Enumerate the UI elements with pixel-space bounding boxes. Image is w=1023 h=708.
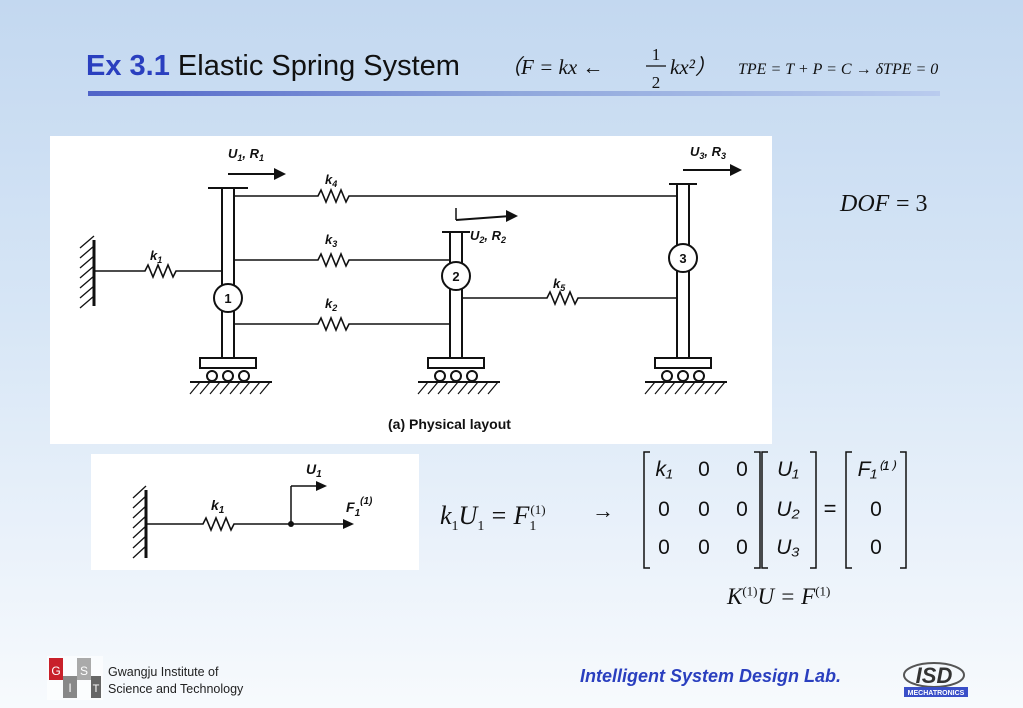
small-f1-label: F1(1) bbox=[346, 496, 373, 519]
example-number: Ex 3.1 bbox=[86, 50, 170, 82]
fixed-wall bbox=[79, 235, 96, 309]
institute-name: Gwangju Institute of Science and Technol… bbox=[108, 665, 244, 696]
formula-tail: kx²） bbox=[670, 55, 716, 79]
isd-logo: ISD MECHATRONICS bbox=[900, 655, 972, 704]
svg-text:ISD: ISD bbox=[916, 663, 953, 688]
matrix-cell: k₁ bbox=[655, 458, 673, 481]
f-bracket-left bbox=[845, 451, 852, 569]
matrix-cell: 0 bbox=[658, 536, 670, 559]
u-bracket-right bbox=[810, 451, 817, 569]
dof-label: DOF = 3 bbox=[840, 191, 928, 217]
small-k1-label: k1 bbox=[211, 497, 225, 516]
spring-k1 bbox=[94, 262, 222, 280]
column-1 bbox=[190, 187, 272, 383]
frac-numerator: 1 bbox=[652, 45, 661, 64]
f-vector-entry: 0 bbox=[870, 536, 882, 559]
ground-hatch-1 bbox=[189, 381, 271, 395]
node-3-circle bbox=[668, 243, 698, 273]
f-vector-entry: 0 bbox=[870, 498, 882, 521]
figure-caption: (a) Physical layout bbox=[388, 416, 511, 432]
matrix-bracket-left bbox=[643, 451, 650, 569]
matrix-equals: = bbox=[824, 496, 837, 521]
label-k3: k3 bbox=[325, 232, 337, 249]
spring-k2 bbox=[234, 315, 450, 333]
svg-text:G: G bbox=[51, 664, 60, 678]
u-vector-entry: U₃ bbox=[776, 536, 800, 559]
node-3-label: 3 bbox=[679, 251, 686, 266]
svg-text:MECHATRONICS: MECHATRONICS bbox=[908, 690, 965, 697]
title-underline bbox=[88, 91, 940, 96]
title-text: Elastic Spring System bbox=[177, 50, 460, 82]
small-spring-k1 bbox=[146, 515, 346, 533]
small-wall bbox=[132, 485, 148, 559]
frac-denominator: 2 bbox=[652, 73, 661, 92]
column-3 bbox=[645, 183, 727, 383]
f-vector-entry: F₁⁽¹⁾ bbox=[858, 458, 897, 481]
node-2-label: 2 bbox=[452, 269, 459, 284]
load-arrow-1: U1, R1 bbox=[228, 146, 286, 180]
matrix-cell: 0 bbox=[698, 536, 710, 559]
load-arrow-2: U2, R2 bbox=[455, 208, 518, 245]
u-vector-entry: U₂ bbox=[776, 498, 799, 521]
node-2-circle bbox=[441, 261, 471, 291]
lab-name: Intelligent System Design Lab. bbox=[580, 666, 842, 686]
slide-title: Ex 3.1 Elastic Spring System bbox=[86, 50, 460, 83]
f-bracket-right bbox=[900, 451, 907, 569]
spring-k5 bbox=[462, 289, 677, 307]
load-arrow-3: U3, R3 bbox=[683, 144, 742, 176]
formula-head: （F = kx ← bbox=[500, 55, 603, 79]
tpe-formula: TPE = T + P = C → δTPE = 0 bbox=[738, 61, 938, 78]
spring-k3 bbox=[234, 251, 450, 269]
matrix-cell: 0 bbox=[736, 458, 748, 481]
svg-text:U2, R2: U2, R2 bbox=[470, 228, 506, 245]
label-k5: k5 bbox=[553, 276, 566, 293]
element-equation: k1U1 = F1(1) bbox=[440, 501, 546, 535]
matrix-bracket-right bbox=[754, 451, 761, 569]
svg-text:I: I bbox=[68, 681, 71, 695]
u-vector-entry: U₁ bbox=[777, 458, 799, 481]
svg-text:S: S bbox=[80, 664, 88, 678]
ground-hatch-3 bbox=[644, 381, 726, 395]
label-k4: k4 bbox=[325, 172, 337, 189]
node-1-label: 1 bbox=[224, 291, 231, 306]
label-k2: k2 bbox=[325, 296, 337, 313]
gist-logo: G I S T bbox=[47, 656, 103, 705]
physical-layout-figure: k1 1 bbox=[50, 136, 772, 444]
svg-text:U1, R1: U1, R1 bbox=[228, 146, 264, 163]
small-f-arrow bbox=[343, 519, 354, 529]
label-k1: k1 bbox=[150, 248, 162, 265]
arrow-implies: → bbox=[592, 498, 614, 523]
spring-k4 bbox=[234, 187, 677, 205]
element-1-figure: k1 U1 F1(1) bbox=[91, 454, 419, 570]
u-bracket-left bbox=[761, 451, 768, 569]
matrix-cell: 0 bbox=[658, 498, 670, 521]
matrix-cell: 0 bbox=[698, 498, 710, 521]
node-1-circle bbox=[213, 283, 243, 313]
matrix-cell: 0 bbox=[736, 536, 748, 559]
stiffness-matrix-equation: k₁ 0 0 0 0 0 0 0 0 U₁ U₂ U₃ = F₁⁽¹⁾ 0 0 bbox=[640, 448, 920, 577]
ground-hatch-2 bbox=[417, 381, 499, 395]
global-equation: K(1)U = F(1) bbox=[727, 583, 831, 609]
svg-text:T: T bbox=[93, 683, 100, 695]
matrix-cell: 0 bbox=[736, 498, 748, 521]
small-u1-label: U1 bbox=[306, 461, 322, 480]
svg-text:U3, R3: U3, R3 bbox=[690, 144, 726, 161]
title-formula: （F = kx ← 1 2 kx²） TPE = T + P = C → δTP… bbox=[500, 40, 980, 97]
column-2 bbox=[418, 231, 500, 383]
matrix-cell: 0 bbox=[698, 458, 710, 481]
